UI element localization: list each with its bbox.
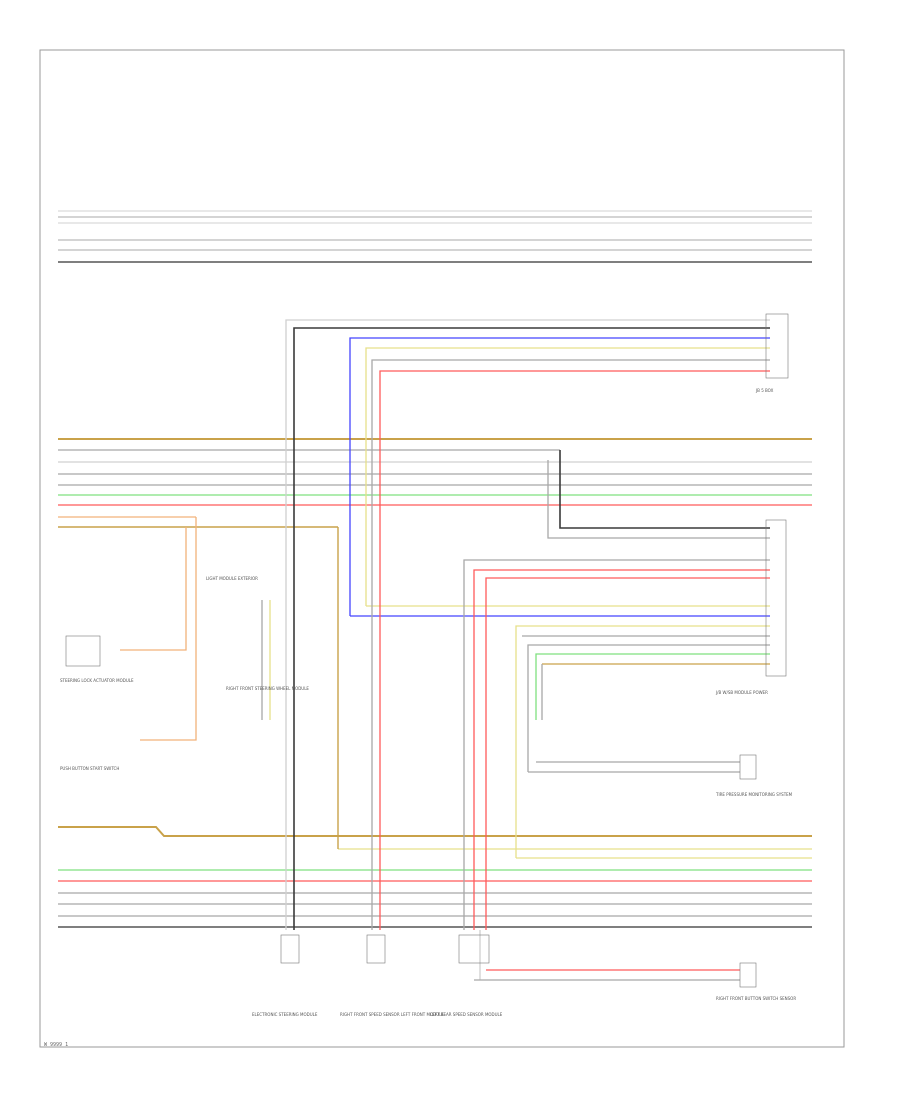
- label-tire-pressure: TIRE PRESSURE MONITORING SYSTEM: [715, 792, 793, 797]
- label-bottom-2: RIGHT FRONT SPEED SENSOR LEFT FRONT MODU…: [340, 1012, 444, 1017]
- label-bottom-right: RIGHT FRONT BUTTON SWITCH SENSOR: [716, 996, 796, 1001]
- connector-tire-pressure: [739, 754, 757, 780]
- connector-top-right: [765, 313, 789, 379]
- label-jb-module: J/B W/SB MODULE POWER: [715, 690, 768, 695]
- component-labels: JB 5 BOX J/B W/SB MODULE POWER TIRE PRES…: [60, 388, 796, 1017]
- label-bottom-3: LEFT REAR SPEED SENSOR MODULE: [430, 1012, 503, 1017]
- label-steering-lock: STEERING LOCK ACTUATOR MODULE: [60, 678, 134, 683]
- label-push-button: PUSH BUTTON START SWITCH: [60, 766, 119, 771]
- label-bottom-1: ELECTRONIC STEERING MODULE: [252, 1012, 318, 1017]
- diagram-frame: [39, 49, 845, 1048]
- bottom-connectors: [280, 934, 490, 964]
- top-bus: [58, 210, 812, 263]
- label-left-module: LIGHT MODULE EXTERIOR: [206, 576, 258, 581]
- vertical-trunks: [120, 319, 770, 981]
- connector-bottom-right: [739, 962, 757, 988]
- lower-bus: [58, 826, 812, 928]
- middle-bus: [58, 438, 812, 528]
- label-center-module: RIGHT FRONT STEERING WHEEL MODULE: [226, 686, 309, 691]
- component-steering-lock: [65, 635, 101, 667]
- connector-mid-right: [765, 519, 787, 677]
- footer-code: W 9999 1: [44, 1042, 69, 1048]
- label-jb-5-box: JB 5 BOX: [755, 388, 774, 393]
